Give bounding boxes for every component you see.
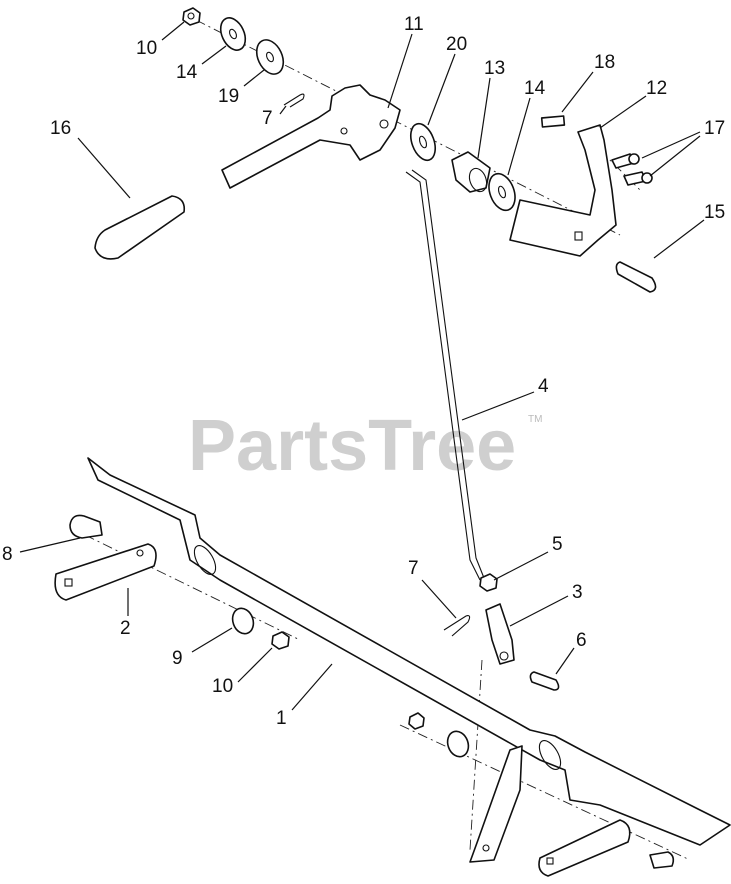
callout-2: 2 [120, 618, 131, 639]
handle-grip[interactable] [94, 195, 186, 260]
leader-7a [279, 105, 287, 115]
callout-1: 1 [276, 708, 287, 729]
callout-13: 13 [484, 58, 505, 79]
flange-bolt-lower-right[interactable] [649, 851, 675, 869]
callout-8: 8 [2, 544, 13, 565]
callout-5: 5 [552, 534, 563, 555]
bolt-17a[interactable] [611, 153, 640, 169]
leader-5 [493, 551, 549, 581]
callout-17: 17 [704, 118, 725, 139]
callout-16: 16 [50, 118, 71, 139]
link-plate-right[interactable] [538, 819, 631, 877]
watermark-trademark: TM [528, 414, 542, 425]
callout-14b: 14 [524, 78, 546, 99]
callout-10b: 10 [212, 676, 233, 697]
callout-14a: 14 [176, 62, 198, 83]
leader-12 [599, 95, 647, 129]
callout-4: 4 [538, 376, 549, 397]
washer-mid-14[interactable] [484, 170, 520, 214]
callout-19: 19 [218, 86, 239, 107]
leader-8 [19, 537, 81, 553]
leader-16 [77, 137, 131, 199]
leader-13 [477, 77, 491, 159]
callout-12: 12 [646, 78, 667, 99]
washer-lower-right[interactable] [444, 728, 472, 759]
leader-10b [237, 647, 273, 683]
link-centerline [469, 659, 483, 851]
leader-7b [421, 579, 457, 619]
leader-17a [641, 131, 701, 159]
bushing-13[interactable] [451, 151, 491, 194]
leader-4 [461, 391, 535, 421]
callout-7a: 7 [262, 108, 273, 129]
leader-14a [201, 45, 227, 65]
callout-11: 11 [404, 14, 424, 35]
spacer-washer-20[interactable] [406, 120, 440, 163]
leader-3 [509, 595, 569, 627]
hairpin-clip-lower[interactable] [443, 615, 471, 637]
bracket-12[interactable] [509, 124, 617, 257]
clevis-3[interactable] [485, 603, 515, 665]
link-plate-left-2[interactable] [54, 543, 157, 601]
bolt-17b[interactable] [623, 171, 653, 186]
leader-14b [507, 97, 531, 176]
lower-link-arm[interactable] [469, 745, 523, 863]
leader-18 [561, 71, 594, 113]
hairpin-clip-top[interactable] [283, 93, 305, 108]
control-rod-4[interactable] [405, 169, 485, 581]
washer-9[interactable] [229, 605, 257, 636]
washer-19[interactable] [252, 36, 289, 79]
callout-6: 6 [576, 630, 587, 651]
callout-7b: 7 [408, 558, 419, 579]
leader-9 [191, 627, 233, 653]
leader-19 [243, 69, 265, 87]
clevis-pin-6[interactable] [529, 671, 560, 691]
leader-20 [427, 53, 456, 126]
washer-top-14[interactable] [216, 14, 250, 54]
nut-5[interactable] [479, 573, 498, 592]
callout-20: 20 [446, 34, 467, 55]
clevis-pin-15[interactable] [615, 261, 657, 293]
leader-10a [161, 21, 185, 41]
main-shaft-1[interactable] [87, 457, 731, 846]
leader-17b [649, 135, 701, 177]
callout-9: 9 [172, 648, 183, 669]
leader-15 [653, 219, 705, 259]
leader-1 [291, 663, 333, 711]
callout-3: 3 [572, 582, 583, 603]
flange-nut-lower-10[interactable] [271, 631, 290, 650]
clip-18[interactable] [540, 115, 566, 128]
lower-centerline-right [399, 724, 691, 861]
lever-handle-arm[interactable] [221, 84, 401, 189]
flange-nut-lower-right[interactable] [408, 712, 425, 730]
callout-10a: 10 [136, 38, 157, 59]
leader-11 [387, 33, 413, 109]
callout-15: 15 [704, 202, 725, 223]
callout-18: 18 [594, 52, 615, 73]
leader-6 [555, 647, 575, 675]
carriage-bolt-8[interactable] [69, 514, 103, 539]
flange-nut-top[interactable] [182, 7, 201, 26]
